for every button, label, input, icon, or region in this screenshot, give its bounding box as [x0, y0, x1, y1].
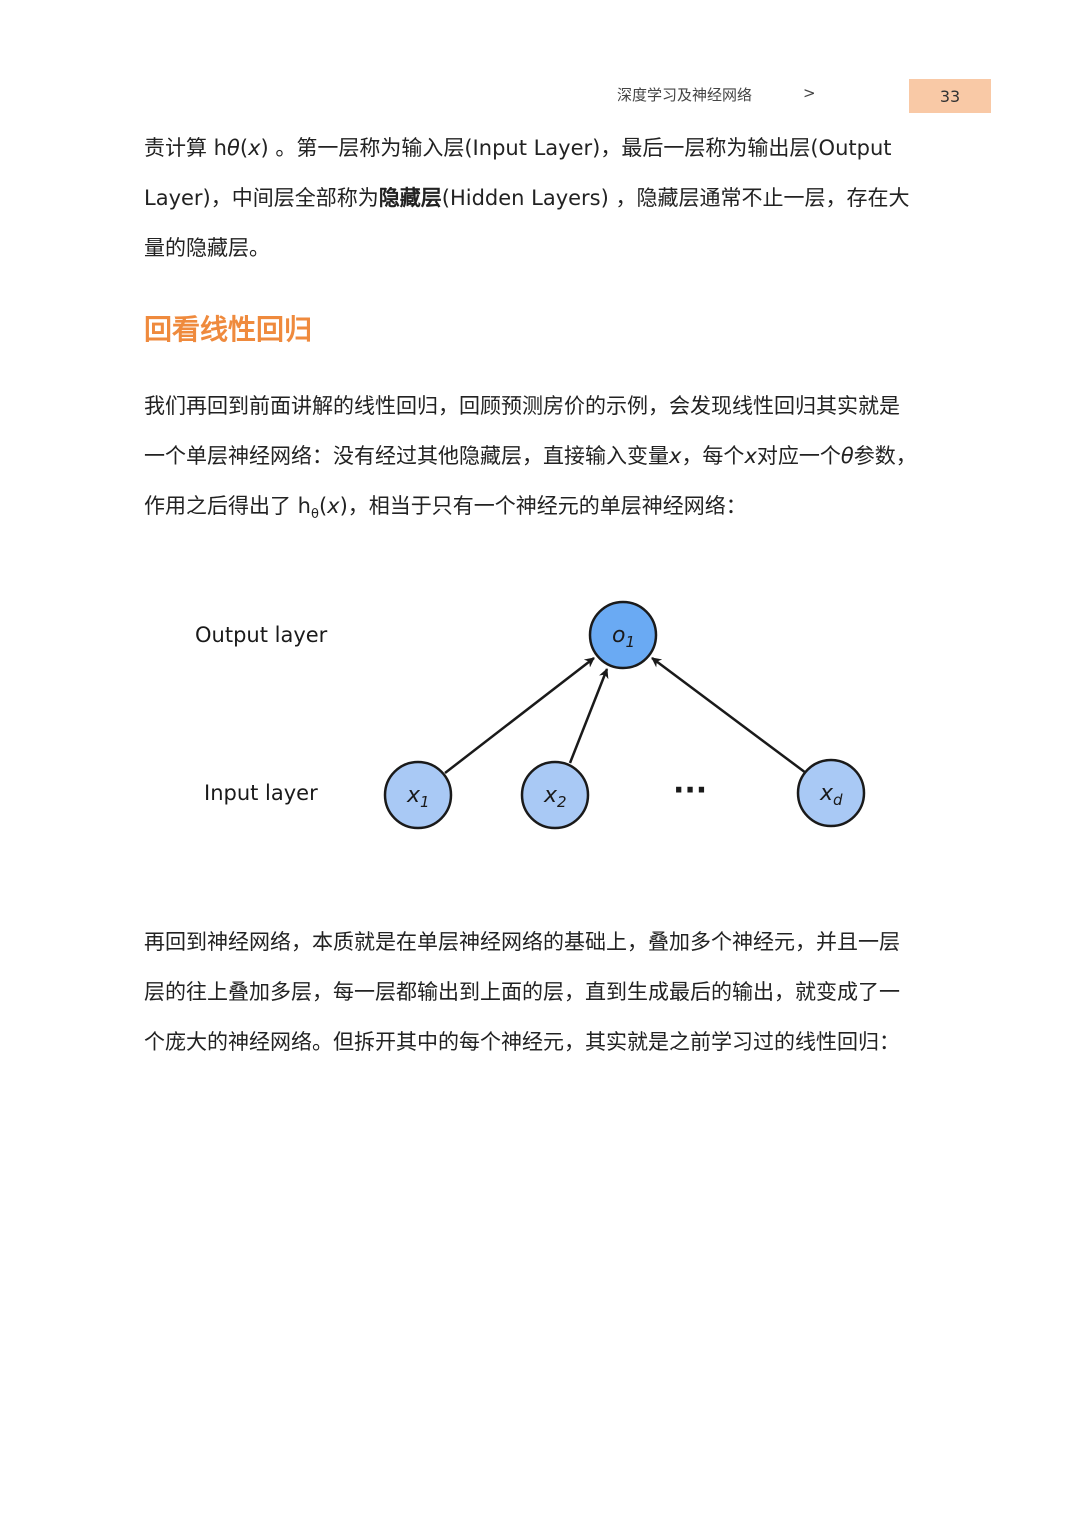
running-header-title: 深度学习及神经网络: [617, 86, 753, 104]
text-run: Layer)，中间层全部称为: [144, 186, 379, 210]
edge-x2-o1: [568, 668, 609, 764]
node-subscript: d: [833, 791, 843, 809]
text-run: 一个单层神经网络：没有经过其他隐藏层，直接输入变量: [144, 444, 669, 468]
paragraph-line: 再回到神经网络，本质就是在单层神经网络的基础上，叠加多个神经元，并且一层: [144, 930, 900, 954]
paragraph-line: 作用之后得出了 hθ(x)，相当于只有一个神经元的单层神经网络：: [144, 481, 944, 531]
paragraph-line: 我们再回到前面讲解的线性回归，回顾预测房价的示例，会发现线性回归其实就是: [144, 394, 900, 418]
output-node-circle: [588, 600, 658, 670]
section-heading: 回看线性回归: [144, 313, 313, 346]
ellipsis: ···: [673, 773, 707, 808]
input-node-label: x1: [406, 783, 430, 811]
single-layer-network-diagram: Output layer Input layer o1 x1 x2 ··· xd: [195, 600, 866, 830]
page-number-badge: 33: [909, 79, 991, 113]
node-base: x: [543, 783, 558, 808]
paragraph-line: 责计算 hθ(x) 。第一层称为输入层(Input Layer)，最后一层称为输…: [144, 123, 944, 173]
node-base: x: [819, 781, 834, 806]
paragraph-line: 层的往上叠加多层，每一层都输出到上面的层，直到生成最后的输出，就变成了一: [144, 980, 900, 1004]
paragraph-line: 一个单层神经网络：没有经过其他隐藏层，直接输入变量x，每个x对应一个θ参数，: [144, 431, 944, 481]
node-subscript: 1: [625, 633, 635, 651]
input-node-x1: x1: [383, 760, 453, 830]
text-run: (Hidden Layers) ，隐藏层通常不止一层，存在大: [441, 186, 910, 210]
text-run: 作用之后得出了 h: [144, 494, 311, 518]
input-node-circle: [796, 758, 866, 828]
variable-x: x: [744, 444, 757, 468]
text-run: (: [239, 136, 249, 160]
input-node-label: xd: [819, 781, 843, 809]
node-subscript: 2: [557, 793, 567, 811]
paragraph-line: 量的隐藏层。: [144, 236, 270, 260]
theta-subscript: θ: [310, 507, 319, 523]
input-layer-label: Input layer: [204, 781, 318, 805]
variable-x: x: [669, 444, 682, 468]
node-base: x: [406, 783, 421, 808]
paragraph-layers-intro: 责计算 hθ(x) 。第一层称为输入层(Input Layer)，最后一层称为输…: [144, 123, 944, 273]
paragraph-linear-regression: 我们再回到前面讲解的线性回归，回顾预测房价的示例，会发现线性回归其实就是 一个单…: [144, 381, 944, 531]
input-node-label: x2: [543, 783, 567, 811]
page-number: 33: [939, 86, 961, 106]
output-node-label: o1: [612, 623, 635, 651]
output-layer-label: Output layer: [195, 623, 328, 647]
theta-symbol: θ: [840, 444, 854, 468]
variable-x: x: [248, 136, 261, 160]
text-run: )，相当于只有一个神经元的单层神经网络：: [339, 494, 747, 518]
bold-term-hidden-layer: 隐藏层: [378, 186, 442, 210]
paragraph-neural-network-summary: 再回到神经网络，本质就是在单层神经网络的基础上，叠加多个神经元，并且一层 层的往…: [144, 917, 944, 1067]
node-base: o: [612, 623, 625, 648]
text-run: ，每个: [681, 444, 745, 468]
text-run: ) 。第一层称为输入层(Input Layer)，最后一层称为输出层(Outpu…: [260, 136, 892, 160]
text-run: 责计算 h: [144, 136, 227, 160]
input-node-circle: [383, 760, 453, 830]
paragraph-line: 个庞大的神经网络。但拆开其中的每个神经元，其实就是之前学习过的线性回归：: [144, 1030, 900, 1054]
output-node-o1: o1: [588, 600, 658, 670]
input-node-circle: [520, 760, 590, 830]
paragraph-line: Layer)，中间层全部称为隐藏层(Hidden Layers) ，隐藏层通常不…: [144, 173, 944, 223]
running-header-arrow: >: [803, 84, 816, 102]
text-run: (: [318, 494, 328, 518]
text-run: 对应一个: [756, 444, 841, 468]
text-run: 参数，: [853, 444, 917, 468]
input-node-xd: xd: [796, 758, 866, 828]
node-subscript: 1: [420, 793, 430, 811]
variable-x: x: [327, 494, 340, 518]
edge-xd-o1: [651, 656, 807, 775]
input-node-x2: x2: [520, 760, 590, 830]
theta-symbol: θ: [227, 136, 240, 160]
edge-x1-o1: [444, 657, 595, 774]
